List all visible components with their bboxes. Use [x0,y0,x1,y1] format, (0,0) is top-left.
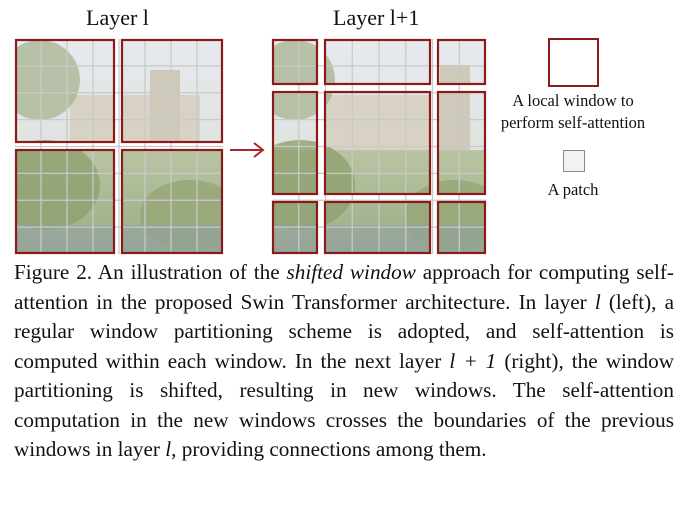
layer-l-window-top-right [120,38,224,144]
shift-arrow [230,142,265,158]
legend-window-swatch [548,38,599,87]
caption-text-4: (right), the window partitioning is shif… [14,348,674,462]
layer-l-plus-1-window-9 [436,200,487,255]
layer-l-plus-1-window-3 [436,38,487,86]
layer-l-plus-1-window-2 [323,38,432,86]
legend-patch-label: A patch [547,180,599,199]
figure-2: Layer l Layer l+1 [14,5,646,255]
caption-emphasis: shifted window [286,260,416,284]
caption-text-1: An illustration of the [92,260,287,284]
caption-label: Figure 2. [14,260,93,284]
caption-var-l-2: l + 1 [449,348,497,373]
layer-l-plus-1-window-8 [323,200,432,255]
layer-l-plus-1-window-7 [271,200,319,255]
layer-l-window-bottom-right [120,148,224,255]
legend-window-label-line1: A local window to [512,91,634,110]
caption-var-l-3: l [165,437,172,461]
caption-var-l-1: l [594,289,601,314]
caption-text-2: approach for computing self-attention in… [14,260,674,314]
layer-l-patch-grid [15,39,223,254]
legend-patch-swatch [563,150,585,172]
caption-text-5: , providing connections among them. [171,437,487,461]
layer-l-plus-1-title: Layer l+1 [333,5,420,30]
legend-window-label-line2: perform self-attention [500,113,646,132]
layer-l-window-bottom-left [14,148,116,255]
layer-l-title: Layer l [86,5,149,30]
caption-text-3: (left), a regular window partitioning sc… [14,289,674,373]
layer-l-plus-1-window-5 [323,90,432,196]
layer-l-plus-1-window-1 [271,38,319,86]
layer-l-plus-1-window-6 [436,90,487,196]
figure-caption: Figure 2. An illustration of the shifted… [14,258,674,465]
layer-l-window-top-left [14,38,116,144]
window-diagram [14,38,487,255]
layer-l-plus-1-window-4 [271,90,319,196]
